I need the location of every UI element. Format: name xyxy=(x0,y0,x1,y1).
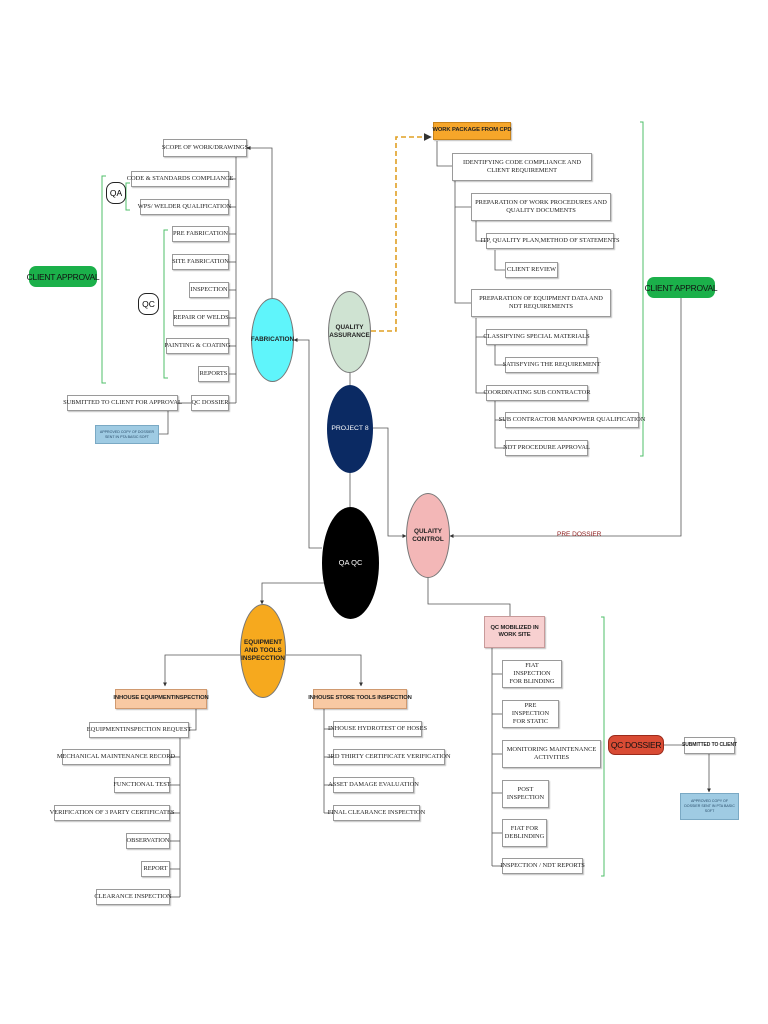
equipment-request-node[interactable]: EQUIPMENTINSPECTION REQUEST xyxy=(87,722,191,738)
wps-welder-label: WPS/ WELDER QUALIFICATION xyxy=(137,203,232,210)
project-node[interactable]: PROJECT 8 xyxy=(327,385,373,473)
mechanical-maintenance-node[interactable]: MECHANICAL MAINTENANCE RECORD xyxy=(57,749,175,765)
site-fabrication-node[interactable]: SITE FABRICATION xyxy=(172,254,229,270)
qc-tag: QC xyxy=(138,293,159,315)
code-standards-node[interactable]: CODE & STANDARDS COMPLIANCE xyxy=(127,171,233,187)
qc-dossier-pill-right[interactable]: QC DOSSIER xyxy=(608,735,664,755)
pre-dossier-label: PRE DOSSIER xyxy=(557,531,602,538)
inhouse-store-tools-header[interactable]: INHOUSE STORE TOOLS INSPECTION xyxy=(308,689,412,709)
final-clearance-node[interactable]: FINAL CLEARANCE INSPECTION xyxy=(328,805,425,821)
center-node-qa-qc[interactable]: QA QC xyxy=(322,507,379,619)
pre-fabrication-node[interactable]: PRE FABRICATION xyxy=(172,226,229,242)
report-node[interactable]: REPORT xyxy=(141,861,170,877)
inspection-node[interactable]: INSPECTION xyxy=(189,282,229,298)
fabrication-node[interactable]: FABRICATION xyxy=(251,298,294,382)
certificate-verification-node[interactable]: 3RD THIRTY CERTIFICATE VERIFICATION xyxy=(327,749,451,765)
monitoring-maintenance-node[interactable]: MONITORING MAINTENANCE ACTIVITIES xyxy=(502,740,601,768)
wps-welder-node[interactable]: WPS/ WELDER QUALIFICATION xyxy=(137,199,232,215)
reports-node[interactable]: REPORTS xyxy=(198,366,229,382)
asset-damage-node[interactable]: ASSET DAMAGE EVALUATION xyxy=(328,777,419,793)
repair-of-welds-node[interactable]: REPAIR OF WELDS xyxy=(173,310,229,326)
fiat-blinding-node[interactable]: FIAT INSPECTION FOR BLINDING xyxy=(502,660,562,688)
fabrication-label: FABRICATION xyxy=(250,336,295,343)
third-party-certificates-node[interactable]: VERIFICATION OF 3 PARTY CERTIFICATES xyxy=(50,805,174,821)
approved-copy-note-left: APPROVED COPY OF DOSSIER SENT IN PTA BAS… xyxy=(95,425,159,444)
satisfying-requirement-node[interactable]: SATISFYING THE REQUIREMENT xyxy=(503,357,600,373)
qa-tag: QA xyxy=(106,182,126,204)
quality-control-node[interactable]: QULAITY CONTROL xyxy=(406,493,450,578)
ndt-procedure-node[interactable]: NDT PROCEDURE APPROVAL xyxy=(503,440,590,456)
fiat-deblinding-node[interactable]: FIAT FOR DEBLINDING xyxy=(502,819,547,847)
identifying-code-node[interactable]: IDENTIFYING CODE COMPLIANCE AND CLIENT R… xyxy=(452,153,592,181)
post-inspection-node[interactable]: POST INSPECTION xyxy=(502,780,549,808)
manpower-qualification-node[interactable]: SUB CONTRACTOR MANPOWER QUALIFICATION xyxy=(499,412,645,428)
coordinating-subcontractor-node[interactable]: COORDINATING SUB CONTRACTOR xyxy=(483,385,591,401)
client-review-node[interactable]: CLIENT REVIEW xyxy=(505,262,558,278)
quality-assurance-label: QUALITY ASSURANCE xyxy=(329,324,370,339)
equipment-tools-label: EQUIPMENT AND TOOLS INSPECCTION xyxy=(241,639,285,662)
quality-assurance-node[interactable]: QUALITY ASSURANCE xyxy=(328,291,371,373)
client-approval-left[interactable]: CLIENT APPROVAL xyxy=(27,266,100,287)
qc-mobilized-header[interactable]: QC MOBILIZED IN WORK SITE xyxy=(484,616,545,648)
prep-work-procedures-node[interactable]: PREPARATION OF WORK PROCEDURES AND QUALI… xyxy=(471,193,611,221)
hydrotest-hoses-node[interactable]: INHOUSE HYDROTEST OF HOSES xyxy=(328,721,427,737)
inspection-ndt-reports-node[interactable]: INSPECTION / NDT REPORTS xyxy=(500,858,585,874)
project-node-label: PROJECT 8 xyxy=(331,424,369,432)
equipment-tools-node[interactable]: EQUIPMENT AND TOOLS INSPECCTION xyxy=(240,604,286,698)
classifying-materials-node[interactable]: CLASSIFYING SPECIAL MATERIALS xyxy=(483,329,590,345)
pre-inspection-static-node[interactable]: PRE INSPECTION FOR STATIC xyxy=(502,700,559,728)
work-package-header[interactable]: WORK PACKAGE FROM CPD xyxy=(433,122,512,140)
scope-of-work-label: SCOPE OF WORK/DRAWINGS xyxy=(161,144,249,151)
quality-control-label: QULAITY CONTROL xyxy=(412,527,444,543)
itp-quality-plan-node[interactable]: ITP, QUALITY PLAN,METHOD OF STATEMENTS xyxy=(480,233,620,249)
code-standards-label: CODE & STANDARDS COMPLIANCE xyxy=(126,175,234,182)
functional-test-node[interactable]: FUNCTIONAL TEST xyxy=(113,777,171,793)
observation-node[interactable]: OBSERVATION xyxy=(126,833,170,849)
approved-copy-note-right: APPROVED COPY OF DOSSIER SENT IN PTA BAS… xyxy=(680,793,739,820)
scope-of-work-node[interactable]: SCOPE OF WORK/DRAWINGS xyxy=(161,139,249,157)
submitted-to-client-node[interactable]: SUBMITTED TO CLIENT xyxy=(682,737,737,754)
submitted-for-approval-node[interactable]: SUBMITTED TO CLIENT FOR APPROVAL xyxy=(63,395,182,411)
client-approval-right[interactable]: CLIENT APPROVAL xyxy=(645,277,718,298)
clearance-inspection-node[interactable]: CLEARANCE INSPECTION xyxy=(94,889,172,905)
painting-coating-node[interactable]: PAINTING & COATING xyxy=(165,338,230,354)
qc-dossier-node[interactable]: QC DOSSIER xyxy=(191,395,229,411)
inhouse-equipment-header[interactable]: INHOUSE EQUIPMENTINSPECTION xyxy=(113,689,209,709)
prep-equipment-data-node[interactable]: PREPARATION OF EQUIPMENT DATA AND NDT RE… xyxy=(471,289,611,317)
center-node-label: QA QC xyxy=(338,558,363,568)
